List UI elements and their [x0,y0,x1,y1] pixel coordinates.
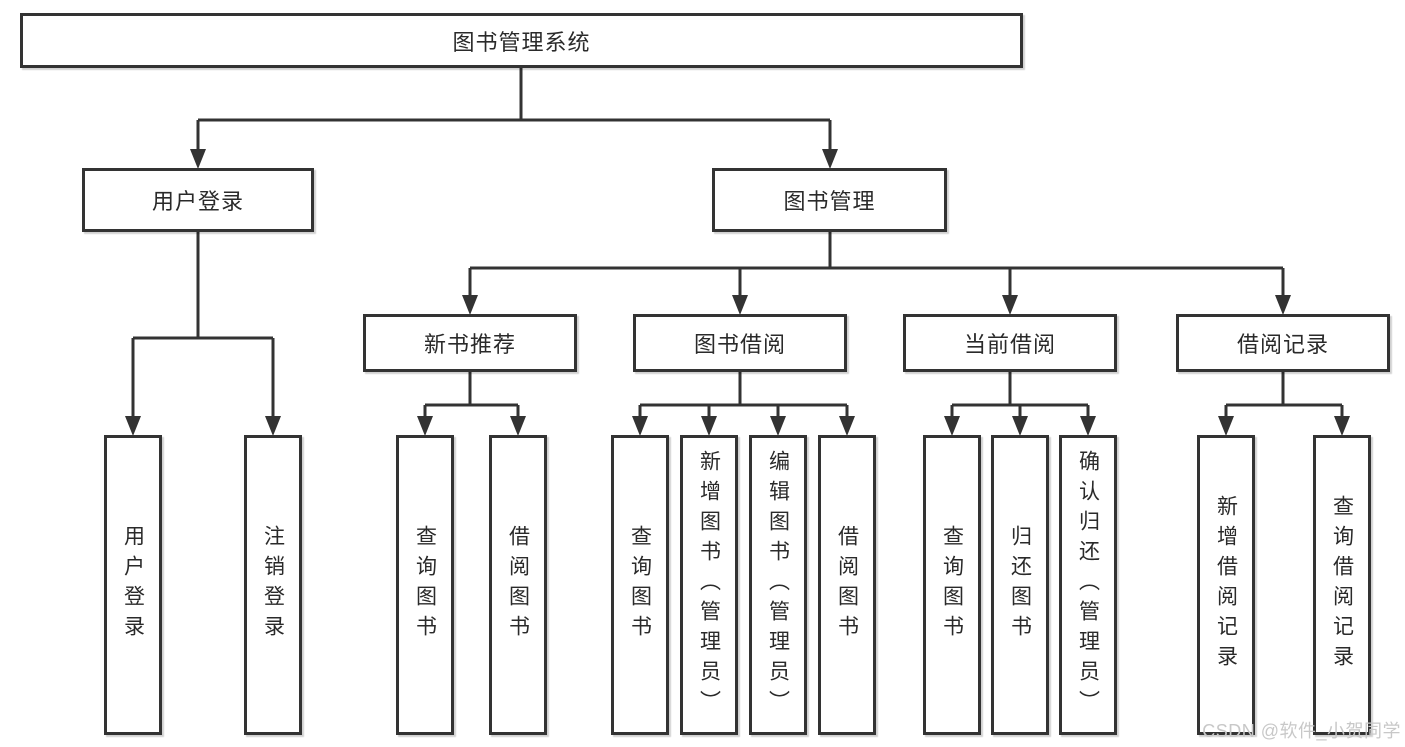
leaf-current-confirm-return-label: 确认归还（管理员） [1076,450,1100,720]
leaf-user-login-label: 用户登录 [121,525,145,645]
leaf-recommend-query-books-label: 查询图书 [413,525,437,645]
leaf-current-query-books-label: 查询图书 [940,525,964,645]
leaf-records-query-record: 查询借阅记录 [1313,435,1371,735]
node-borrow-records: 借阅记录 [1176,314,1390,372]
leaf-records-add-record-label: 新增借阅记录 [1214,495,1238,675]
connector-path [131,67,1344,418]
node-new-book-recommend: 新书推荐 [363,314,577,372]
leaf-borrow-add-books: 新增图书（管理员） [680,435,738,735]
leaf-logout-label: 注销登录 [261,525,285,645]
leaf-borrow-borrow-books: 借阅图书 [818,435,876,735]
node-user-login-label: 用户登录 [151,189,244,214]
node-library-system-label: 图书管理系统 [452,29,591,55]
leaf-user-login: 用户登录 [104,435,162,735]
leaf-logout: 注销登录 [244,435,302,735]
node-book-borrow-label: 图书借阅 [693,332,786,357]
node-current-borrow-label: 当前借阅 [963,332,1056,357]
leaf-records-query-record-label: 查询借阅记录 [1330,495,1354,675]
node-book-management-label: 图书管理 [783,189,876,214]
node-library-system: 图书管理系统 [20,13,1023,68]
leaf-borrow-edit-books: 编辑图书（管理员） [749,435,807,735]
leaf-current-confirm-return: 确认归还（管理员） [1059,435,1117,735]
leaf-recommend-borrow-books-label: 借阅图书 [506,525,530,645]
leaf-recommend-borrow-books: 借阅图书 [489,435,547,735]
node-book-borrow: 图书借阅 [633,314,847,372]
node-user-login: 用户登录 [82,168,314,232]
leaf-borrow-borrow-books-label: 借阅图书 [835,525,859,645]
node-current-borrow: 当前借阅 [903,314,1117,372]
leaf-current-query-books: 查询图书 [923,435,981,735]
leaf-current-return-books-label: 归还图书 [1008,525,1032,645]
leaf-current-return-books: 归还图书 [991,435,1049,735]
node-book-management: 图书管理 [712,168,947,232]
node-borrow-records-label: 借阅记录 [1236,332,1329,357]
leaf-records-add-record: 新增借阅记录 [1197,435,1255,735]
csdn-watermark: CSDN @软件_小贺同学 [1202,721,1401,741]
leaf-borrow-query-books-label: 查询图书 [628,525,652,645]
node-new-book-recommend-label: 新书推荐 [423,332,516,357]
leaf-borrow-edit-books-label: 编辑图书（管理员） [766,450,790,720]
leaf-recommend-query-books: 查询图书 [396,435,454,735]
leaf-borrow-add-books-label: 新增图书（管理员） [697,450,721,720]
leaf-borrow-query-books: 查询图书 [611,435,669,735]
